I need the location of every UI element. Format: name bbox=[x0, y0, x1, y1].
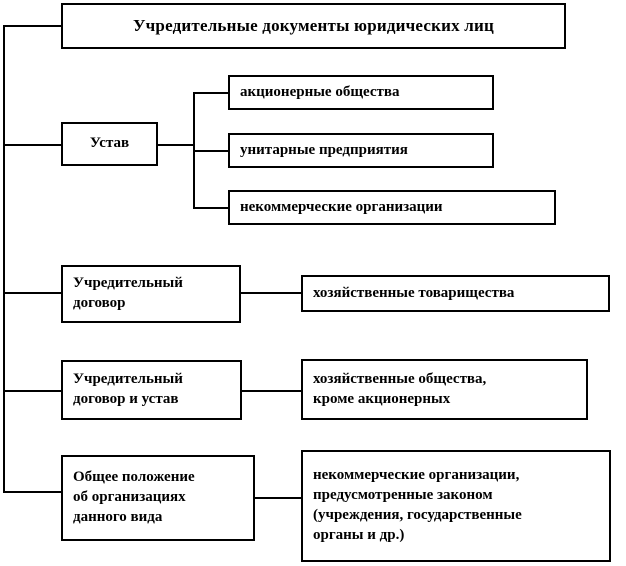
connector-child-nko bbox=[193, 207, 230, 209]
node-up[interactable]: унитарные предприятия bbox=[228, 133, 494, 168]
node-up-label: унитарные предприятия bbox=[240, 141, 408, 158]
node-obshee-polozhenie-label: Общее положение об организациях данного … bbox=[73, 469, 195, 525]
connector-branch-uchr-dogovor bbox=[3, 292, 63, 294]
node-hoz-obsh[interactable]: хозяйственные общества, кроме акционерны… bbox=[301, 359, 588, 420]
node-uchr-dogovor-label: Учредительный договор bbox=[73, 275, 183, 311]
connector-branch-ustav bbox=[3, 144, 63, 146]
connector-branch-uchr-dogovor-i-ustav bbox=[3, 390, 63, 392]
connector-root bbox=[3, 25, 63, 27]
node-hoz-obsh-label: хозяйственные общества, кроме акционерны… bbox=[313, 370, 487, 407]
node-hoz-tov-label: хозяйственные товарищества bbox=[313, 284, 515, 301]
node-nko[interactable]: некоммерческие организации bbox=[228, 190, 556, 225]
connector-nko-zakon bbox=[255, 497, 302, 499]
node-root[interactable]: Учредительные документы юридических лиц bbox=[61, 3, 566, 49]
connector-branch-obshee-polozhenie bbox=[3, 491, 63, 493]
trunk-vertical-line bbox=[3, 25, 5, 493]
connector-child-ao bbox=[193, 92, 230, 94]
node-obshee-polozhenie[interactable]: Общее положение об организациях данного … bbox=[61, 455, 255, 541]
node-ustav-label: Устав bbox=[89, 135, 130, 152]
node-uchr-dogovor-i-ustav-label: Учредительный договор и устав bbox=[73, 371, 183, 407]
connector-hoz-obsh bbox=[242, 390, 302, 392]
node-hoz-tov[interactable]: хозяйственные товарищества bbox=[301, 275, 610, 312]
node-ao-label: акционерные общества bbox=[240, 83, 400, 100]
node-ustav[interactable]: Устав bbox=[61, 122, 158, 166]
node-root-label: Учредительные документы юридических лиц bbox=[132, 15, 495, 35]
connector-hoz-tov bbox=[241, 292, 302, 294]
connector-ustav-out bbox=[158, 144, 195, 146]
node-ao[interactable]: акционерные общества bbox=[228, 75, 494, 110]
connector-child-up bbox=[193, 150, 230, 152]
node-nko-zakon[interactable]: некоммерческие организации, предусмотрен… bbox=[301, 450, 611, 562]
node-uchr-dogovor-i-ustav[interactable]: Учредительный договор и устав bbox=[61, 360, 242, 420]
node-uchr-dogovor[interactable]: Учредительный договор bbox=[61, 265, 241, 323]
node-nko-zakon-label: некоммерческие организации, предусмотрен… bbox=[313, 467, 522, 543]
node-nko-label: некоммерческие организации bbox=[240, 198, 443, 215]
